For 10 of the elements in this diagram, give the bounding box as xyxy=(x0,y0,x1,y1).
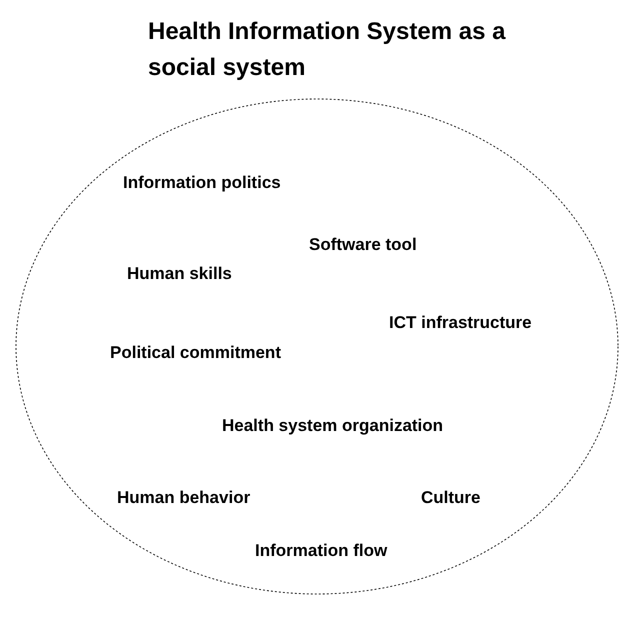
factor-label: Health system organization xyxy=(222,416,444,436)
factor-label: Culture xyxy=(421,488,480,508)
factor-label: ICT infrastructure xyxy=(389,313,532,333)
factor-label: Information politics xyxy=(123,173,281,193)
diagram-title: Health Information System as a social system xyxy=(148,17,507,83)
factor-label: Information flow xyxy=(255,541,388,561)
factor-label: Political commitment xyxy=(110,343,281,363)
factor-label: Human behavior xyxy=(117,488,250,508)
factor-label: Software tool xyxy=(309,235,417,255)
factor-label: Human skills xyxy=(127,264,232,284)
